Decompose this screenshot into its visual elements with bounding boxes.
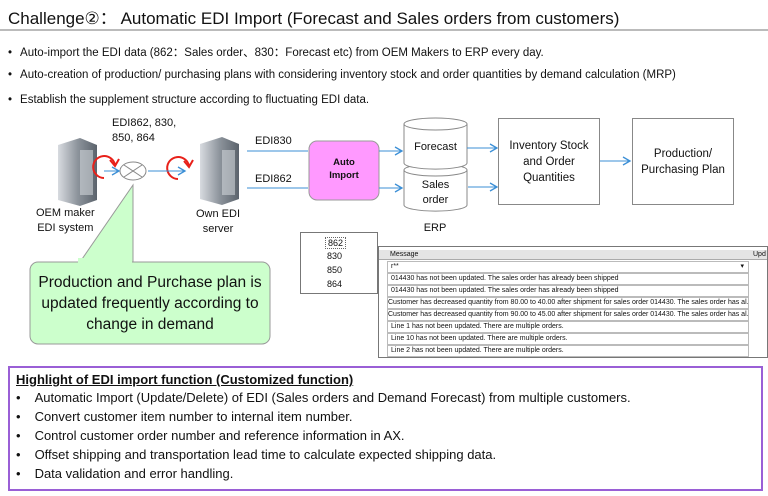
code-item[interactable]: 850 <box>327 265 343 275</box>
table-row[interactable]: Line 2 has not been updated. There are m… <box>387 345 749 357</box>
table-row[interactable]: Line 10 has not been updated. There are … <box>387 333 749 345</box>
highlight-box: Highlight of EDI import function (Custom… <box>8 366 763 491</box>
highlight-item: Automatic Import (Update/Delete) of EDI … <box>16 390 631 405</box>
table-row[interactable]: 014430 has not been updated. The sales o… <box>387 285 749 297</box>
highlight-item: Control customer order number and refere… <box>16 428 405 443</box>
edi830-label: EDI830 <box>255 135 292 147</box>
callout-text: Production and Purchase plan is updated … <box>38 274 262 333</box>
edi-codes-label: EDI862, 830,850, 864 <box>112 117 177 144</box>
highlight-item: Data validation and error handling. <box>16 466 234 481</box>
code-item[interactable]: 830 <box>327 251 343 261</box>
highlight-title: Highlight of EDI import function (Custom… <box>16 372 354 387</box>
edi862-label: EDI862 <box>255 173 292 185</box>
table-row[interactable]: Line 1 has not been updated. There are m… <box>387 321 749 333</box>
oem-server-icon <box>58 138 97 206</box>
grid-header: Message Upd <box>379 250 767 260</box>
erp-label: ERP <box>423 222 447 234</box>
grid-filter-input[interactable]: r**▾ <box>387 261 749 273</box>
bullet-1: Auto-import the EDI data (862：Sales orde… <box>8 44 544 60</box>
title-divider <box>0 29 768 31</box>
message-grid: Message Upd r**▾ 014430 has not been upd… <box>378 246 768 358</box>
slide-title: Challenge②： Automatic EDI Import (Foreca… <box>8 9 620 28</box>
sync-cycle-icon-2 <box>166 156 194 180</box>
auto-import-box <box>308 140 380 201</box>
edi-code-list[interactable]: 862 830 850 864 <box>300 232 378 294</box>
table-row[interactable]: Customer has decreased quantity from 80.… <box>387 297 749 309</box>
table-row[interactable]: 014430 has not been updated. The sales o… <box>387 273 749 285</box>
highlight-item: Offset shipping and transportation lead … <box>16 447 497 462</box>
flow-diagram <box>29 117 632 345</box>
code-item[interactable]: 862 <box>325 237 347 249</box>
code-item[interactable]: 864 <box>327 279 343 289</box>
highlight-item: Convert customer item number to internal… <box>16 409 353 424</box>
network-hub-icon <box>119 161 147 181</box>
forecast-label: Forecast <box>414 141 457 153</box>
forecast-db <box>403 117 468 170</box>
sync-cycle-icon-1 <box>92 155 120 179</box>
bullet-2: Auto-creation of production/ purchasing … <box>8 69 676 81</box>
callout-box <box>29 261 271 345</box>
own-server-icon <box>200 137 239 205</box>
production-box: Production/Purchasing Plan <box>632 118 734 205</box>
table-row[interactable]: Customer has decreased quantity from 90.… <box>387 309 749 321</box>
bullet-3: Establish the supplement structure accor… <box>8 94 369 106</box>
